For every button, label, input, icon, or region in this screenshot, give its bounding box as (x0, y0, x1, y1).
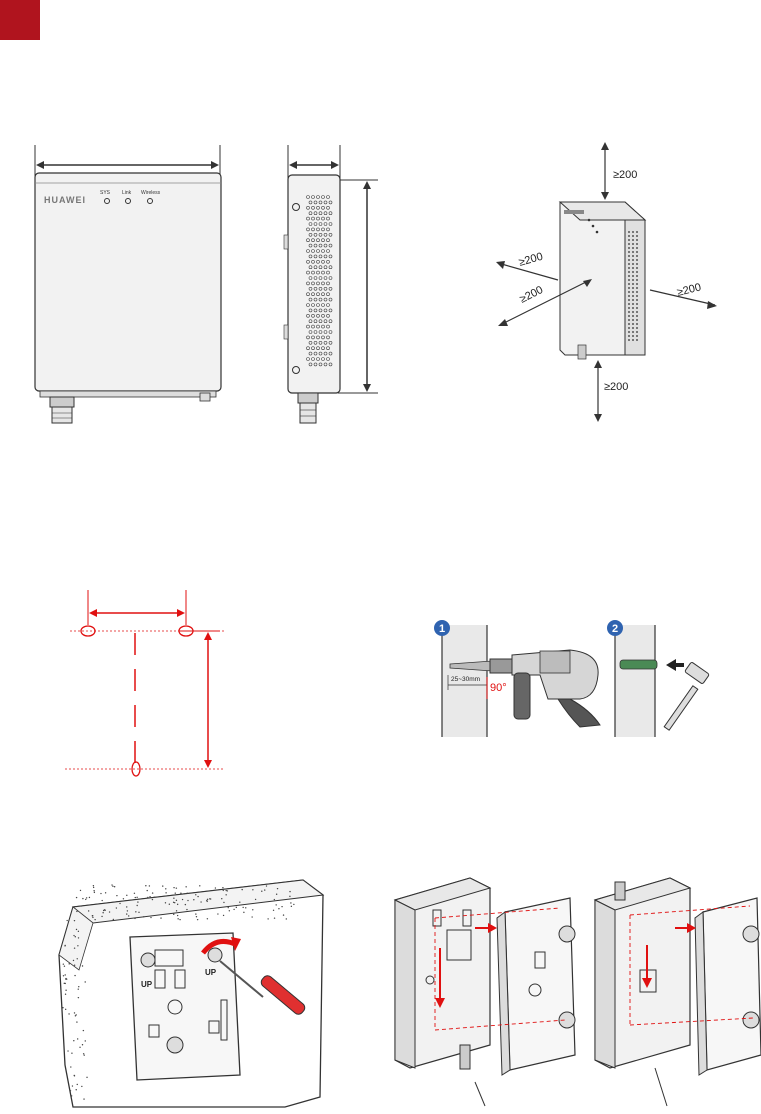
clearance-arrow-bottom (594, 360, 602, 422)
expansion-anchor (620, 660, 657, 669)
hole-spacing-dimension (88, 590, 186, 625)
drill-angle-label: 90° (490, 682, 507, 694)
device-rear-2 (595, 878, 690, 1068)
clearance-bottom-label: ≥200 (604, 381, 628, 393)
device-mount-diagram (385, 870, 761, 1110)
insert-arrow-icon (666, 659, 684, 671)
side-cable-connector (298, 393, 318, 423)
front-device-body (35, 173, 221, 391)
clearance-arrow-top (601, 142, 609, 200)
height-dimension (338, 180, 378, 393)
hole-template-diagram (60, 585, 230, 785)
front-view-diagram: HUAWEI SYS Link Wireless (30, 145, 230, 430)
step-2-label: 2 (612, 623, 618, 635)
bracket-2 (695, 898, 761, 1075)
mounting-bracket (130, 933, 240, 1080)
drill-anchor-diagram: 1 25~30mm 90° 2 (430, 615, 730, 745)
clearance-left-label: ≥200 (518, 251, 545, 269)
brand-logo: HUAWEI (44, 195, 86, 205)
wall-section-2 (615, 625, 655, 737)
drill-depth-label: 25~30mm (451, 676, 480, 683)
led-label-link: Link (122, 190, 132, 196)
hammer-icon (664, 662, 709, 730)
clearance-diagram: ≥200 ≥200 ≥200 ≥200 ≥200 (480, 140, 730, 425)
bracket-up-right: UP (205, 968, 217, 977)
device-rear-1 (395, 878, 490, 1069)
clearance-right-label: ≥200 (676, 281, 703, 299)
hole-height-dimension (180, 631, 220, 768)
side-view-diagram (270, 145, 385, 430)
led-label-sys: SYS (100, 190, 111, 196)
front-cable-connector (50, 397, 74, 423)
corner-mark (0, 0, 40, 40)
bracket-1 (497, 898, 575, 1075)
clearance-top-label: ≥200 (613, 169, 637, 181)
led-label-wireless: Wireless (141, 190, 161, 196)
wall-bracket-diagram: UP UP (45, 875, 325, 1110)
bracket-up-left: UP (141, 980, 153, 989)
clearance-front-label: ≥200 (518, 284, 545, 306)
step-1-label: 1 (439, 623, 445, 635)
clearance-device (560, 202, 645, 359)
